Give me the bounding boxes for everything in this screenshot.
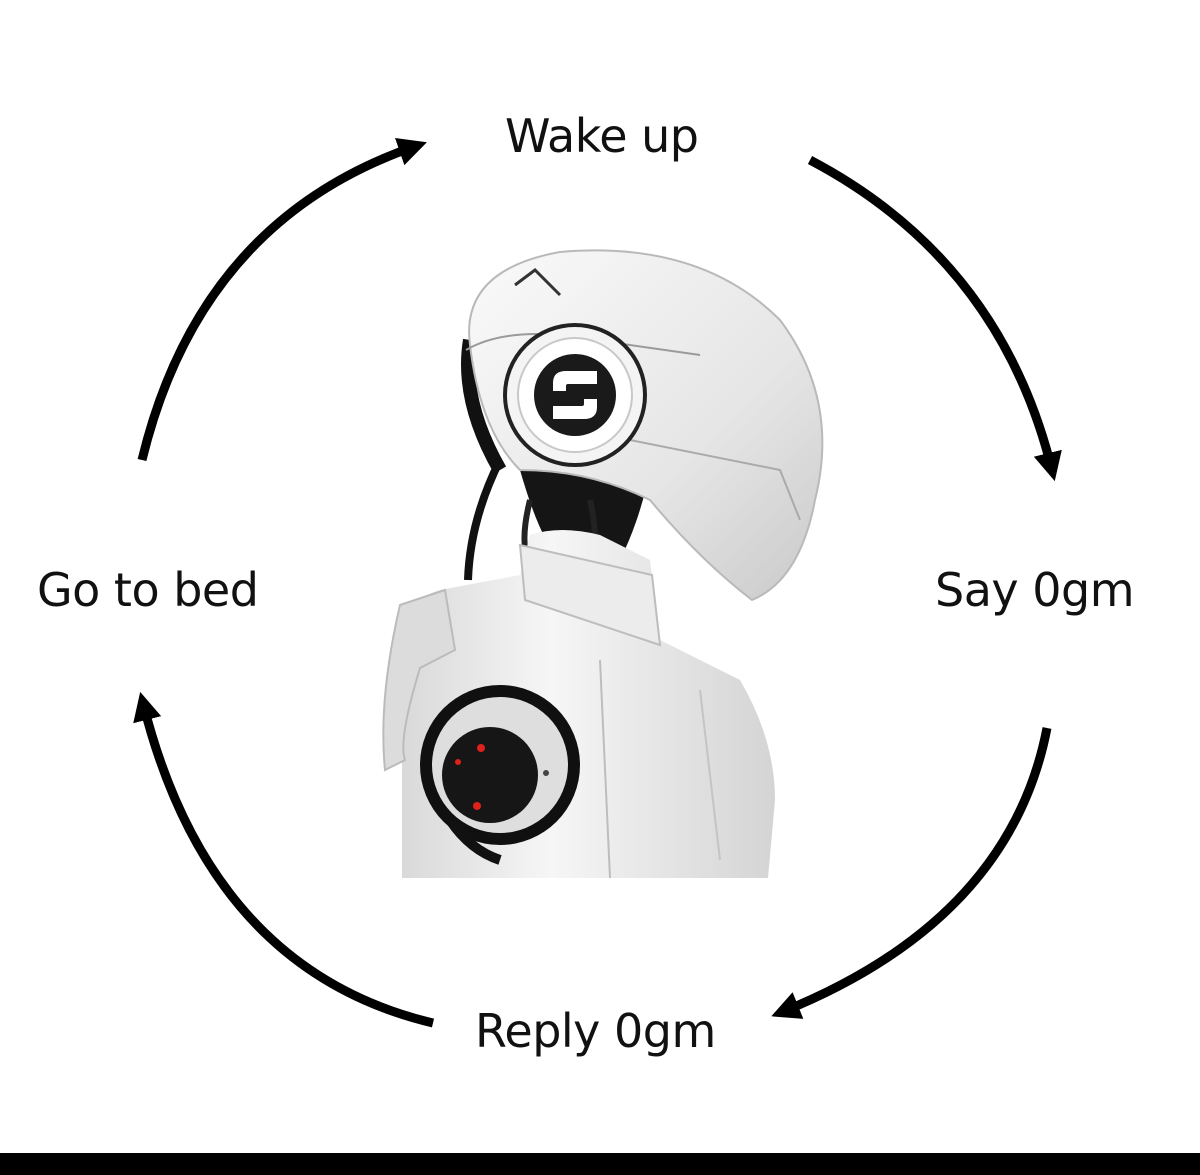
shoulder-joint — [420, 685, 580, 865]
step-wake-up: Wake up — [505, 109, 699, 163]
step-go-to-bed: Go to bed — [37, 563, 259, 617]
arrow-wake-to-say — [807, 156, 1062, 482]
helmet-emblem-icon — [503, 323, 647, 467]
step-reply-0gm: Reply 0gm — [475, 1004, 716, 1058]
bottom-bar — [0, 1153, 1200, 1175]
arrow-say-to-reply — [771, 727, 1052, 1019]
arrow-reply-to-bed — [133, 691, 435, 1028]
step-say-0gm: Say 0gm — [935, 563, 1135, 617]
robot-torso — [382, 530, 775, 879]
arrow-bed-to-wake — [137, 137, 427, 462]
